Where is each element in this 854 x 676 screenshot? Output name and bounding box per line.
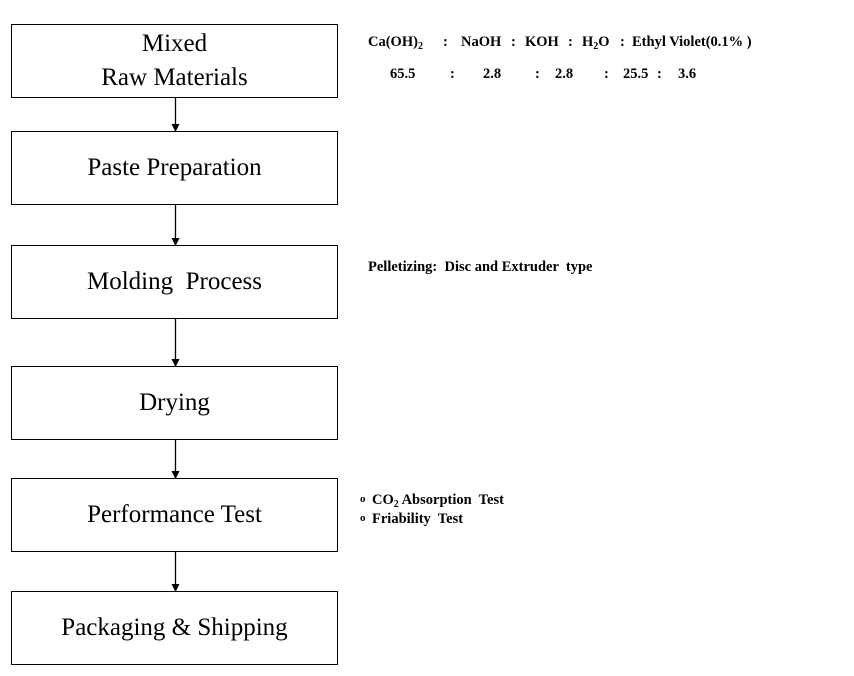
component-caoh2: Ca(OH)2: [368, 34, 423, 52]
step-performance-test: Performance Test: [11, 478, 338, 552]
step-mixed-raw-materials: Mixed Raw Materials: [11, 24, 338, 98]
component-ethyl-violet: Ethyl Violet(0.1% ): [632, 34, 752, 50]
component-naoh: NaOH: [461, 34, 502, 50]
step-label: Packaging & Shipping: [61, 614, 288, 641]
separator: :: [568, 34, 573, 50]
value-ethyl-violet: 3.6: [678, 66, 697, 82]
step-label: Performance Test: [87, 501, 262, 528]
molding-note: Pelletizing: Disc and Extruder type: [368, 259, 593, 275]
step-drying: Drying: [11, 366, 338, 440]
step-paste-preparation: Paste Preparation: [11, 131, 338, 205]
separator: :: [511, 34, 516, 50]
value-caoh2: 65.5: [390, 66, 416, 82]
step-label-line: Raw Materials: [101, 64, 248, 91]
bullet-icon: o: [360, 512, 366, 524]
value-naoh: 2.8: [483, 66, 502, 82]
separator: :: [604, 66, 609, 82]
value-koh: 2.8: [555, 66, 574, 82]
separator: :: [535, 66, 540, 82]
step-label: Paste Preparation: [87, 154, 262, 181]
step-molding-process: Molding Process: [11, 245, 338, 319]
component-koh: KOH: [525, 34, 559, 50]
step-label-line: Mixed: [141, 30, 208, 57]
value-h2o: 25.5: [623, 66, 649, 82]
composition-values: 65.5 : 2.8 : 2.8 : 25.5 : 3.6: [390, 65, 750, 85]
step-packaging-shipping: Packaging & Shipping: [11, 591, 338, 665]
separator: :: [450, 66, 455, 82]
step-label: Molding Process: [87, 268, 262, 295]
component-h2o: H2O: [582, 34, 610, 52]
separator: :: [620, 34, 625, 50]
separator: :: [443, 34, 448, 50]
step-label: Drying: [139, 389, 210, 416]
separator: :: [657, 66, 662, 82]
bullet-icon: o: [360, 493, 366, 505]
composition-components: Ca(OH)2 : NaOH : KOH : H2O : Ethyl Viole…: [368, 33, 848, 53]
